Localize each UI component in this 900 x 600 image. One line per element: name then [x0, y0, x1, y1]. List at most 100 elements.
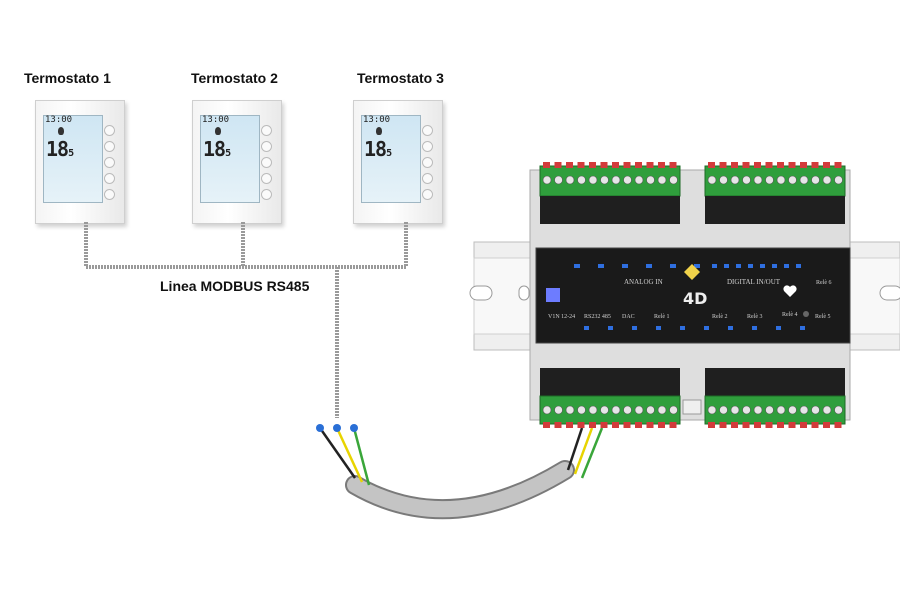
thermostat-3: 13:00 185 — [353, 100, 443, 224]
thermostat-button — [422, 189, 433, 200]
thermostat-button — [261, 157, 272, 168]
wire-end — [316, 424, 324, 432]
terminal-pin — [834, 162, 842, 168]
terminal-pin — [834, 422, 842, 428]
screw — [669, 405, 678, 415]
led — [724, 264, 729, 268]
board-label-rele5: Relè 5 — [815, 314, 831, 320]
terminal-pin — [566, 422, 573, 428]
led — [704, 326, 709, 330]
terminal-pin — [800, 162, 807, 168]
screw — [742, 405, 751, 415]
thermostat-button — [104, 125, 115, 136]
thermostat-button — [261, 125, 272, 136]
terminal-pin — [811, 162, 819, 168]
led — [670, 264, 676, 268]
terminal-pin — [669, 162, 677, 168]
led — [680, 326, 685, 330]
terminal-pin — [708, 422, 715, 428]
screw — [669, 175, 678, 185]
led — [656, 326, 661, 330]
led — [752, 326, 757, 330]
terminal-block-bottom-right — [704, 395, 846, 425]
terminal-pin — [788, 422, 796, 428]
screw — [600, 405, 609, 415]
wire-end — [350, 424, 358, 432]
screw — [542, 405, 552, 415]
controller-module — [529, 165, 851, 425]
board-label-rele4: Relè 4 — [782, 312, 798, 318]
terminal-pin — [708, 162, 715, 168]
terminal-pin — [669, 422, 677, 428]
board-label-serial: RS232 485 — [584, 314, 611, 320]
led — [760, 264, 765, 268]
thermostat-button — [104, 157, 115, 168]
svg-text:4D: 4D — [683, 289, 707, 308]
terminal-pin — [623, 162, 631, 168]
thermostat-1-label: Termostato 1 — [24, 70, 111, 86]
terminal-pin — [577, 162, 585, 168]
led — [694, 264, 700, 268]
screw — [776, 175, 786, 185]
thermostat-display — [200, 115, 260, 203]
terminal-pin — [731, 422, 738, 428]
thermostat-button — [422, 157, 433, 168]
bus-wiring — [84, 222, 408, 418]
status-led — [803, 311, 809, 317]
screw — [834, 175, 843, 185]
thermostat-button — [261, 189, 272, 200]
flame-icon — [215, 127, 221, 135]
terminal-pin — [589, 162, 596, 168]
terminal-pin — [788, 162, 796, 168]
screw — [765, 175, 774, 185]
screw — [730, 405, 740, 415]
led — [598, 264, 604, 268]
thermostat-time: 13:00 — [363, 115, 391, 125]
terminal-pin — [623, 422, 631, 428]
screw — [657, 405, 667, 415]
terminal-pin — [543, 422, 550, 428]
screw — [730, 175, 740, 185]
thermostat-temperature: 185 — [364, 137, 392, 161]
terminal-pin — [646, 162, 654, 168]
wires-right — [566, 427, 604, 479]
thermostat-2: 13:00 185 — [192, 100, 282, 224]
digital-io-label: DIGITAL IN/OUT — [727, 278, 781, 286]
thermostat-button — [422, 141, 433, 152]
thermostat-2-label: Termostato 2 — [191, 70, 278, 86]
terminal-pin — [777, 422, 784, 428]
flame-icon — [376, 127, 382, 135]
screw — [822, 175, 832, 185]
terminal-pin — [719, 422, 727, 428]
led — [584, 326, 589, 330]
led — [748, 264, 753, 268]
thermostat-3-label: Termostato 3 — [357, 70, 444, 86]
board-label-rele1: Relè 1 — [654, 314, 670, 320]
terminal-pin — [554, 162, 562, 168]
screw — [799, 175, 809, 185]
screw — [822, 405, 832, 415]
terminal-pin — [612, 422, 619, 428]
screw — [554, 175, 563, 185]
flame-icon — [58, 127, 64, 135]
led — [772, 264, 777, 268]
board-label-rele2: Relè 2 — [712, 314, 728, 320]
screw — [611, 405, 621, 415]
terminal-pin — [554, 422, 562, 428]
screw — [646, 175, 655, 185]
terminal-pin — [635, 162, 642, 168]
screw — [707, 175, 717, 185]
terminal-pin — [719, 162, 727, 168]
terminal-pin — [589, 422, 596, 428]
analog-in-label: ANALOG IN — [624, 278, 663, 286]
screw — [623, 175, 632, 185]
screw — [657, 175, 667, 185]
thermostat-button — [261, 173, 272, 184]
wire-end — [333, 424, 341, 432]
terminal-pin — [823, 162, 830, 168]
terminal-pin — [742, 162, 750, 168]
modbus-line-label: Linea MODBUS RS485 — [160, 278, 310, 294]
terminal-pin — [600, 162, 608, 168]
terminal-pin — [754, 162, 761, 168]
screw — [577, 175, 586, 185]
